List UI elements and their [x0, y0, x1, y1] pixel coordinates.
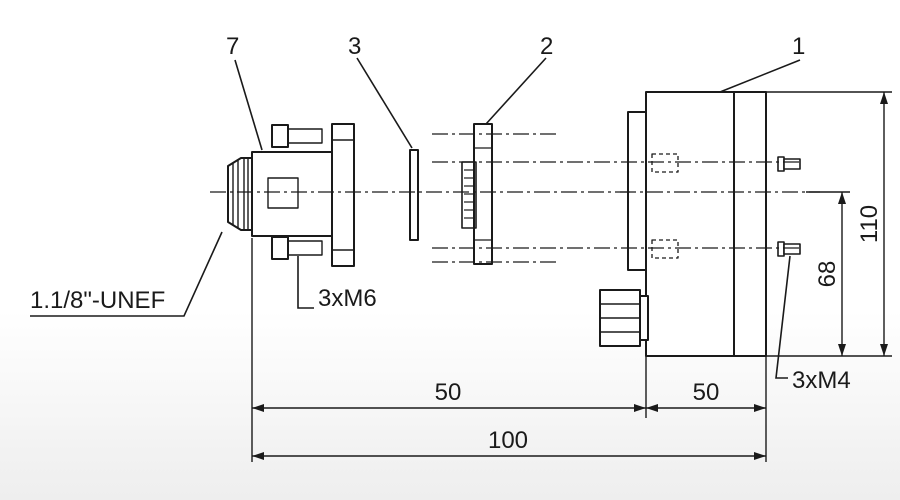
- callout-2: 2: [540, 33, 553, 60]
- connector-part-7: [227, 123, 355, 267]
- callout-1: 1: [792, 33, 805, 60]
- dim-height-68: 68: [814, 261, 841, 288]
- axis-lines: [210, 133, 820, 263]
- m4-screws: [777, 156, 801, 257]
- dim-right-50: 50: [693, 379, 720, 406]
- washer-part-3: [409, 149, 419, 241]
- thread-label: 1.1/8"-UNEF: [30, 287, 165, 314]
- dim-height-110: 110: [856, 205, 883, 243]
- leader-lines: [30, 57, 801, 379]
- m4-screws-label: 3xM4: [792, 367, 851, 394]
- callout-7: 7: [226, 33, 239, 60]
- dim-total-100: 100: [488, 427, 528, 454]
- dimension-lines: [251, 91, 892, 462]
- m6-screws-label: 3xM6: [318, 285, 377, 312]
- dim-left-50: 50: [435, 379, 462, 406]
- callout-3: 3: [348, 33, 361, 60]
- adapter-plate-part-2: [461, 123, 493, 265]
- housing-part-1: [599, 91, 767, 357]
